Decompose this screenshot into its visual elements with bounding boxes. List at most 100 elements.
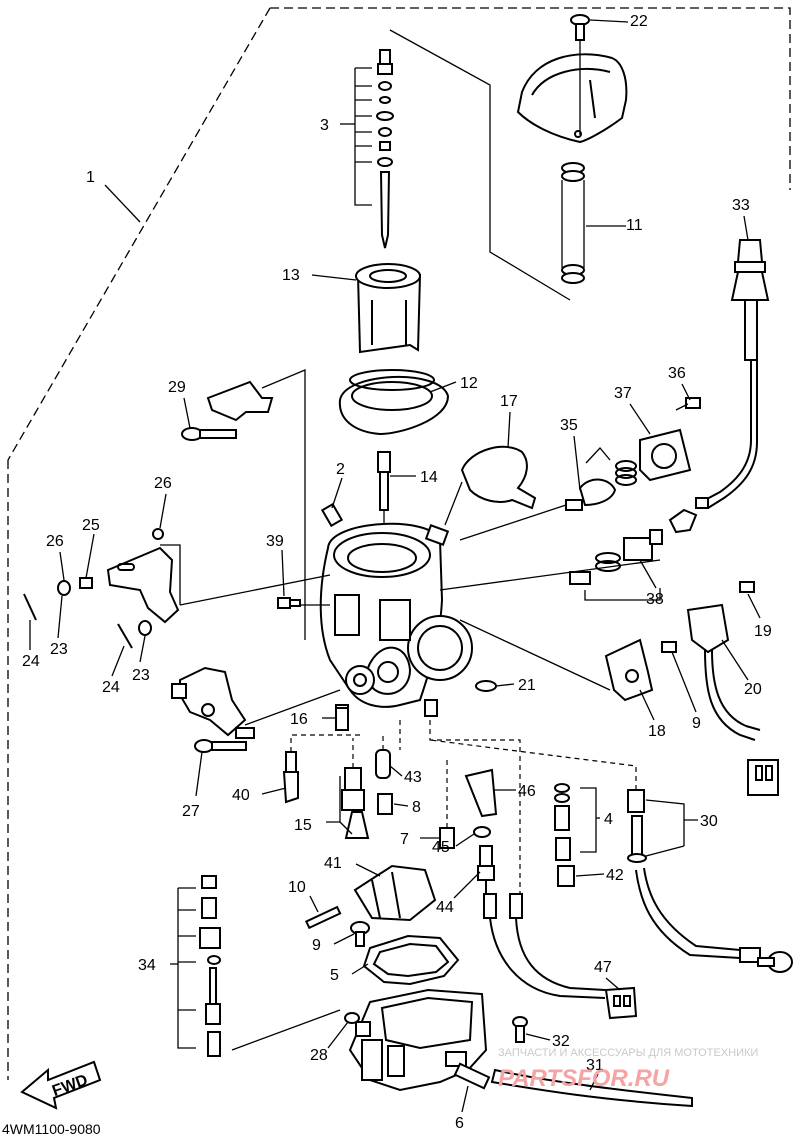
screw-part-9	[350, 921, 370, 947]
callout-25: 25	[82, 517, 100, 534]
callout-24b: 24	[102, 679, 120, 696]
cable-fitting-part	[569, 508, 698, 601]
callout-5: 5	[330, 967, 339, 984]
float-part	[353, 864, 437, 922]
callout-23b: 23	[132, 667, 150, 684]
callout-19: 19	[754, 623, 772, 640]
callout-labels: 1 2 3 4 5 6 7 8 9 9 10 11 12 13 14 15 16…	[22, 13, 772, 1132]
pulley-cover-part	[639, 397, 701, 482]
jet-needle-kit-part	[354, 29, 571, 301]
callout-leaders	[29, 19, 761, 1113]
callout-17: 17	[500, 393, 518, 410]
callout-1: 1	[86, 169, 95, 186]
jet-holder-part	[439, 760, 455, 849]
callout-7: 7	[400, 831, 409, 848]
throttle-pulley-bracket-part	[604, 581, 779, 796]
float-chamber-part	[348, 988, 488, 1092]
callout-47: 47	[594, 959, 612, 976]
starter-valve-part	[565, 447, 637, 511]
o-ring-part-28	[344, 1012, 360, 1024]
small-screw-part	[320, 502, 344, 528]
callout-9b: 9	[692, 715, 701, 732]
stopper-part	[464, 768, 498, 818]
spring-part-42	[557, 865, 575, 887]
callout-13: 13	[282, 267, 300, 284]
assembly-boundary	[7, 7, 791, 1080]
drain-hose-part	[490, 1068, 693, 1108]
link-screw-part	[194, 739, 247, 753]
piston-valve-part	[355, 263, 422, 354]
callout-31: 31	[586, 1057, 604, 1074]
bracket-part	[23, 528, 181, 649]
callout-43: 43	[404, 769, 422, 786]
assembly-leader-lines	[179, 504, 661, 726]
callout-39: 39	[266, 533, 284, 550]
watermark-logo: PARTSFOR.RU	[498, 1065, 670, 1092]
callout-12: 12	[460, 375, 478, 392]
carburetor-body-part	[319, 522, 473, 720]
callout-30: 30	[700, 813, 718, 830]
callout-24a: 24	[22, 653, 40, 670]
callout-41: 41	[324, 855, 342, 872]
callout-35: 35	[560, 417, 578, 434]
throttle-sensor-cable-part	[429, 739, 793, 973]
callout-33: 33	[732, 197, 750, 214]
callout-8: 8	[412, 799, 421, 816]
watermark-tagline: ЗАПЧАСТИ И АКСЕССУАРЫ ДЛЯ МОТОТЕХНИКИ	[498, 1047, 758, 1059]
callout-18: 18	[648, 723, 666, 740]
drawing-code: 4WM1100-9080	[2, 1121, 101, 1137]
fwd-arrow-icon	[20, 1060, 102, 1110]
callout-36: 36	[668, 365, 686, 382]
screw-part-32	[512, 1016, 528, 1043]
callout-34: 34	[138, 957, 156, 974]
callout-15: 15	[294, 817, 312, 834]
main-jet-part	[341, 738, 370, 839]
screw-part	[277, 597, 301, 609]
callout-45: 45	[432, 839, 450, 856]
callout-10: 10	[288, 879, 306, 896]
callout-28: 28	[310, 1047, 328, 1064]
callout-20: 20	[744, 681, 762, 698]
callout-22: 22	[630, 13, 648, 30]
float-pin-part	[304, 905, 342, 930]
pilot-screw-part	[282, 734, 360, 804]
choke-cable-part	[695, 239, 770, 509]
callout-26a: 26	[154, 475, 172, 492]
throttle-link-part	[171, 666, 255, 739]
callout-37: 37	[614, 385, 632, 402]
drain-screw-part	[453, 1062, 491, 1090]
callout-3: 3	[320, 117, 329, 134]
accelerator-pump-kit-part	[177, 875, 341, 1057]
callout-38: 38	[646, 591, 664, 608]
screw-part-16	[335, 707, 349, 731]
pilot-jet-part	[377, 720, 401, 815]
callout-21: 21	[518, 677, 536, 694]
callout-4: 4	[604, 811, 613, 828]
screw-kit-part	[554, 783, 597, 861]
callout-16: 16	[290, 711, 308, 728]
callout-44: 44	[436, 899, 454, 916]
callout-2: 2	[336, 461, 345, 478]
callout-9a: 9	[312, 937, 321, 954]
watermark: ЗАПЧАСТИ И АКСЕССУАРЫ ДЛЯ МОТОТЕХНИКИ PA…	[498, 1047, 758, 1092]
gasket-part	[362, 934, 460, 986]
sensor-lead-part	[429, 720, 638, 1020]
callout-46: 46	[518, 783, 536, 800]
diaphragm-part	[338, 369, 450, 436]
o-ring-part	[475, 680, 497, 692]
spring-part	[561, 162, 585, 284]
callout-42: 42	[606, 867, 624, 884]
callout-40: 40	[232, 787, 250, 804]
callout-6: 6	[455, 1115, 464, 1132]
top-link-part	[181, 369, 306, 640]
callout-14: 14	[420, 469, 438, 486]
callout-27: 27	[182, 803, 200, 820]
callout-11: 11	[626, 217, 643, 234]
callout-26b: 26	[46, 533, 64, 550]
callout-29: 29	[168, 379, 186, 396]
callout-23a: 23	[50, 641, 68, 658]
needle-jet-part	[375, 736, 391, 779]
carb-cap-part	[516, 53, 628, 144]
